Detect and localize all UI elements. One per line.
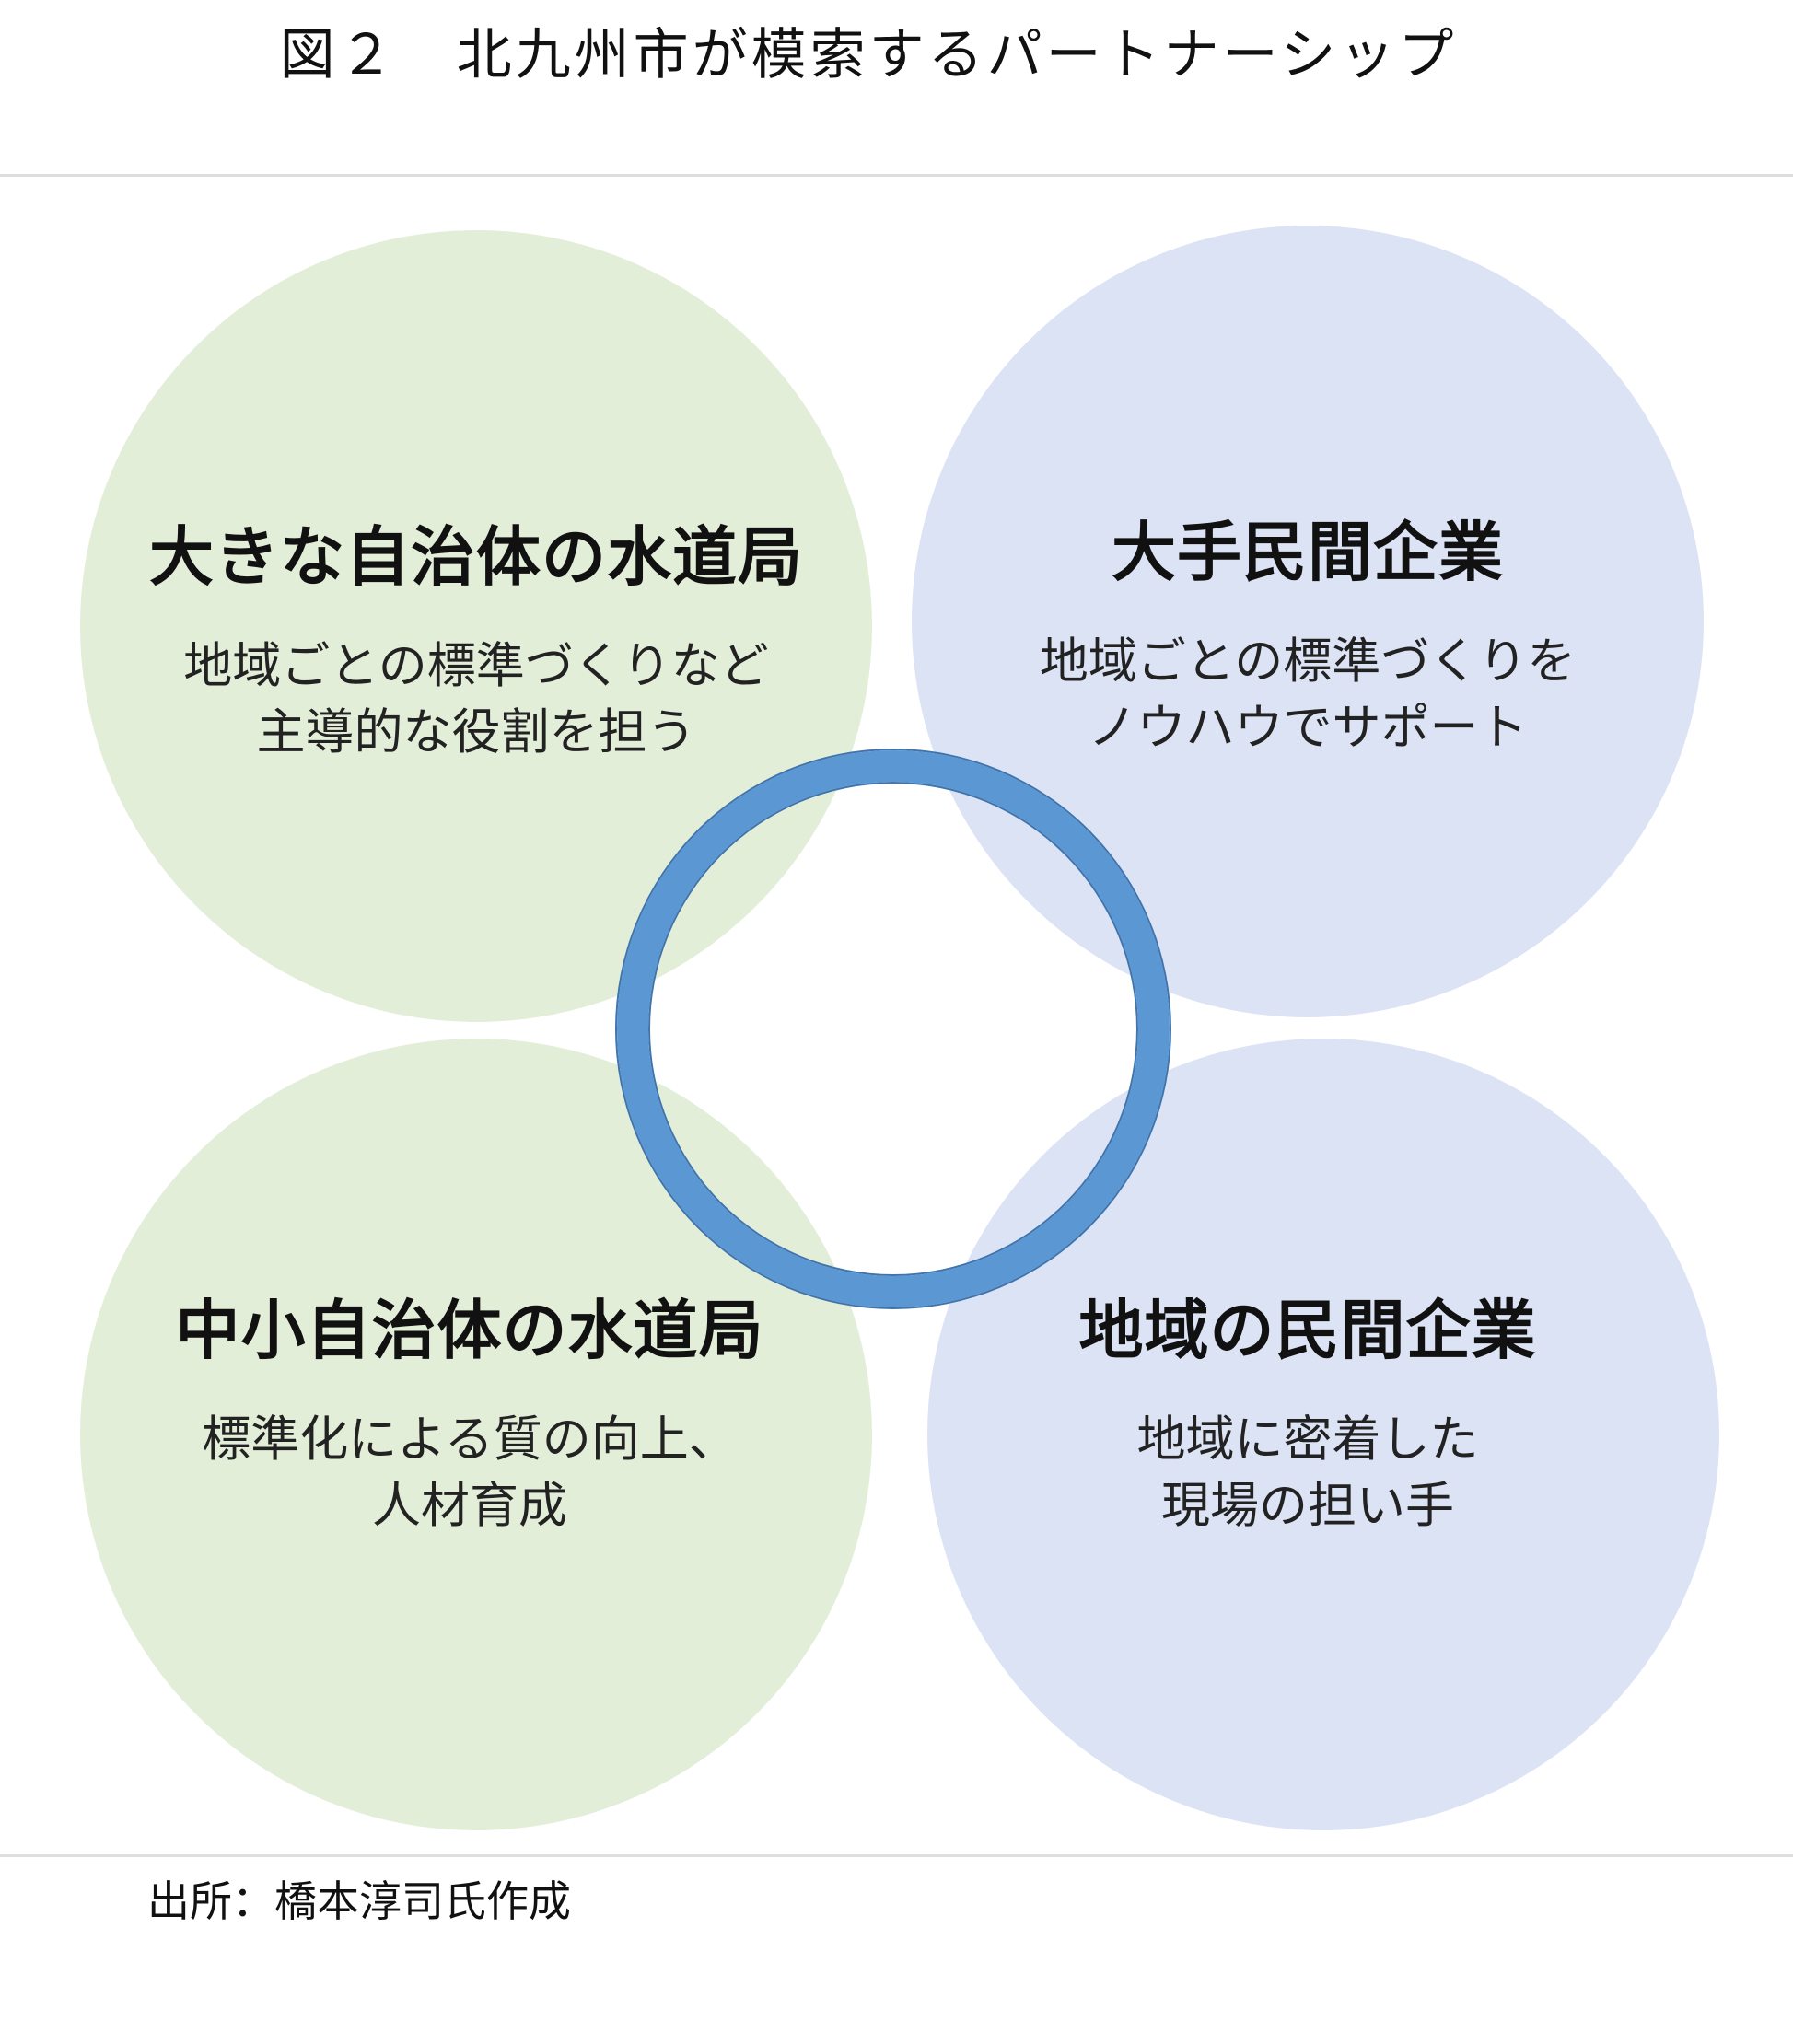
center-ring (617, 750, 1170, 1307)
partner-large-municipality: 大きな自治体の水道局 地域ごとの標準づくりなど 主導的な役割を担う (80, 516, 872, 766)
partner-heading: 中小自治体の水道局 (175, 1293, 764, 1368)
partner-description: 地域ごとの標準づくりを ノウハウでサポート (912, 629, 1704, 761)
partner-description: 標準化による質の向上、 人材育成 (74, 1407, 866, 1539)
top-divider (0, 174, 1793, 177)
partner-heading: 大手民間企業 (1112, 515, 1504, 590)
description-line: 主導的な役割を担う (256, 704, 696, 761)
description-line: 現場の担い手 (1161, 1478, 1454, 1534)
partner-major-private-company: 大手民間企業 地域ごとの標準づくりを ノウハウでサポート (912, 511, 1704, 761)
figure-title: 図２ 北九州市が模索するパートナーシップ (279, 23, 1458, 87)
source-caption: 出所：橋本淳司氏作成 (147, 1876, 571, 1926)
partner-heading: 地域の民間企業 (1078, 1293, 1537, 1368)
partner-description: 地域に密着した 現場の担い手 (912, 1407, 1704, 1539)
bottom-divider (0, 1854, 1793, 1857)
partner-heading: 大きな自治体の水道局 (149, 519, 803, 595)
description-line: 地域に密着した (1136, 1411, 1479, 1468)
partner-description: 地域ごとの標準づくりなど 主導的な役割を担う (80, 633, 872, 766)
partner-small-municipality: 中小自治体の水道局 標準化による質の向上、 人材育成 (74, 1289, 866, 1539)
description-line: 人材育成 (372, 1478, 567, 1534)
description-line: 地域ごとの標準づくりなど (183, 638, 769, 694)
description-line: 地域ごとの標準づくりを (1039, 633, 1577, 690)
description-line: ノウハウでサポート (1088, 700, 1528, 756)
partner-local-private-company: 地域の民間企業 地域に密着した 現場の担い手 (912, 1289, 1704, 1539)
description-line: 標準化による質の向上、 (202, 1411, 738, 1468)
